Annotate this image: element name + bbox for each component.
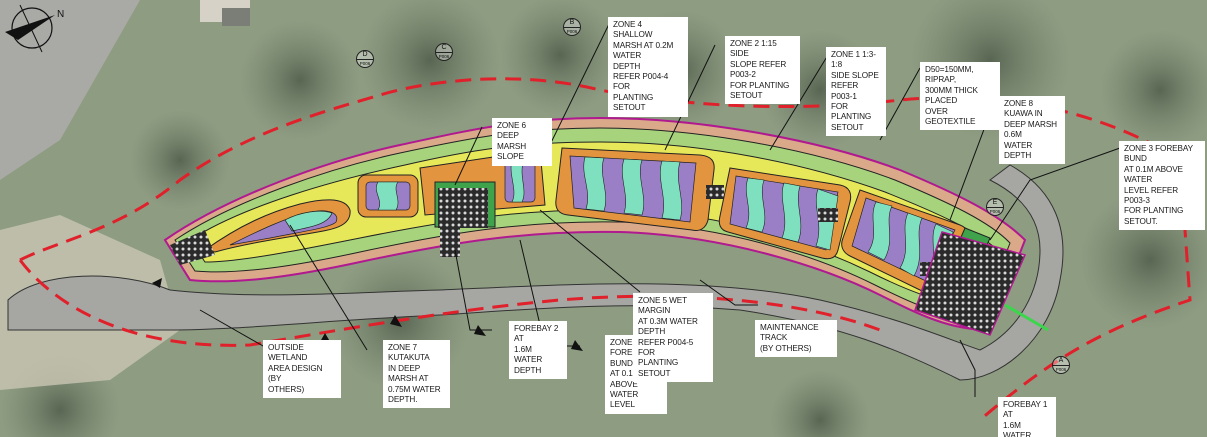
annotation-forebay2: FOREBAY 2 AT 1.6m WATER DEPTH	[509, 321, 567, 380]
annotation-zone4-shallow-marsh: ZONE 4 SHALLOW MARSH AT 0.2m WATER DEPTH…	[608, 17, 688, 117]
annotation-riprap: D50=150mm, RIPRAP, 300mm THICK PLACED OV…	[920, 62, 1000, 131]
annotation-zone3-forebay1-bund: ZONE 3 FOREBAY BUND AT 0.1m ABOVE WATER …	[1119, 141, 1205, 231]
site-boundary	[18, 77, 1192, 422]
road	[0, 0, 140, 180]
forebay1-riprap	[914, 231, 1027, 336]
annotation-zone5-wet-margin: ZONE 5 WET MARGIN AT 0.3m WATER DEPTH RE…	[633, 293, 713, 383]
svg-text:N: N	[57, 9, 64, 20]
cell-connector-riprap	[706, 185, 724, 199]
annotation-zone1-side-slope: ZONE 1 1:3-1:8 SIDE SLOPE REFER P003-1 F…	[826, 47, 886, 137]
annotation-zone8-kuawa: ZONE 8 KUAWA IN DEEP MARSH 0.6m WATER DE…	[999, 96, 1065, 165]
annotation-zone6-deep-marsh-slope: ZONE 6 DEEP MARSH SLOPE	[492, 118, 552, 166]
marsh-cells	[170, 147, 1049, 336]
annotation-zone7-kutakuta: ZONE 7 KUTAKUTA IN DEEP MARSH AT 0.75m W…	[383, 340, 450, 409]
inlet-riprap	[170, 230, 215, 265]
north-arrow-icon: N	[5, 4, 64, 53]
annotation-outside-wetland: OUTSIDE WETLAND AREA DESIGN (BY OTHERS)	[263, 340, 341, 399]
annotation-maintenance-track: MAINTENANCE TRACK (BY OTHERS)	[755, 320, 837, 358]
forebay2-riprap	[438, 188, 488, 228]
annotation-zone2-side-slope: ZONE 2 1:15 SIDE SLOPE REFER P003-2 FOR …	[725, 36, 800, 105]
annotation-forebay1: FOREBAY 1 AT 1.6m WATER DEPTH	[998, 397, 1056, 437]
building	[222, 8, 250, 26]
leader-lines	[199, 21, 1121, 397]
outlet-pipe	[1004, 303, 1049, 332]
forebay2-inlet-riprap	[440, 225, 460, 257]
cell-connector-riprap	[818, 208, 838, 222]
